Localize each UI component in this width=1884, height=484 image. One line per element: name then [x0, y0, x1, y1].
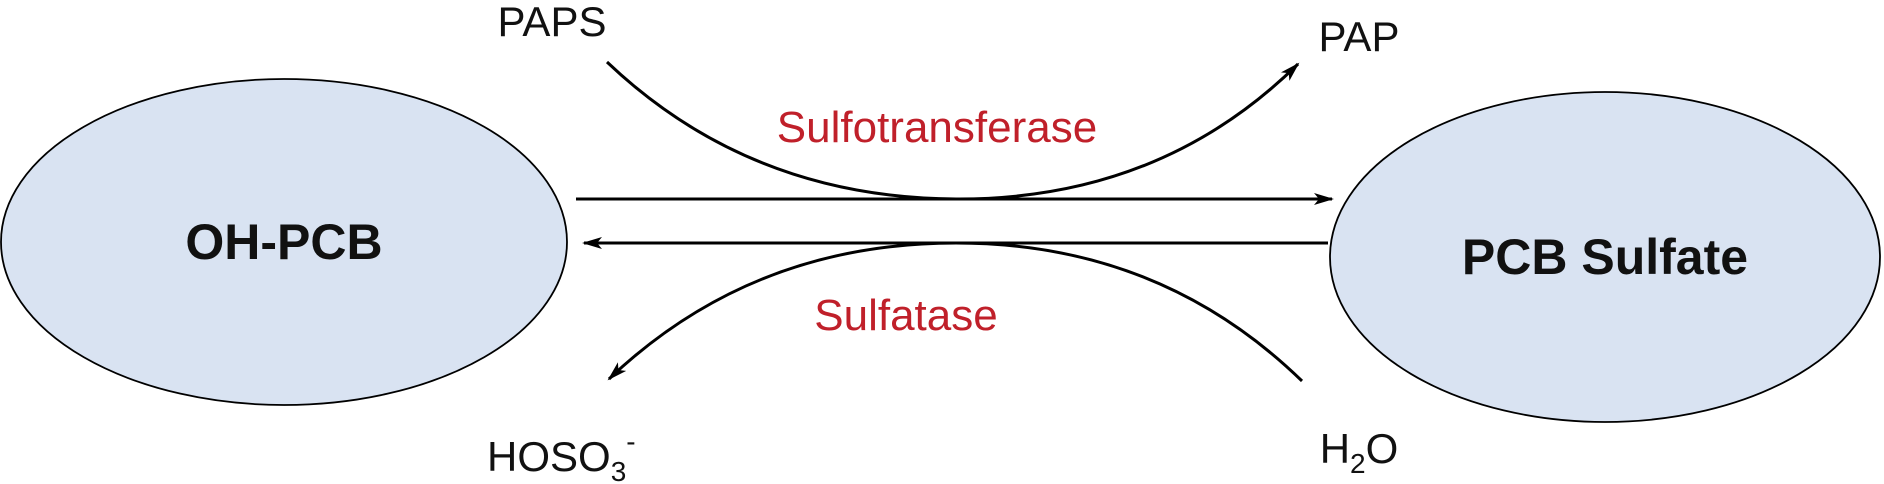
- water-label: H2O: [1320, 425, 1399, 479]
- pcb-sulfate-node: PCB Sulfate: [1329, 91, 1881, 423]
- water-base: H: [1320, 425, 1350, 472]
- sulfatase-label: Sulfatase: [814, 291, 997, 340]
- pcb-sulfate-label: PCB Sulfate: [1462, 229, 1748, 285]
- pap-label: PAP: [1319, 13, 1400, 60]
- paps-label: PAPS: [498, 0, 607, 45]
- hoso3-base: HOSO: [487, 433, 611, 480]
- hoso3-label: HOSO3-: [487, 426, 636, 484]
- oh-pcb-label: OH-PCB: [185, 214, 382, 270]
- water-tail: O: [1366, 425, 1399, 472]
- water-to-hoso3-curve: [607, 241, 1304, 383]
- water-subscript: 2: [1350, 448, 1366, 479]
- hoso3-subscript: 3: [611, 456, 627, 484]
- pcb-sulfate-ellipse: [1329, 91, 1881, 423]
- oh-pcb-ellipse: [0, 78, 568, 406]
- hoso3-superscript: -: [626, 426, 635, 457]
- sulfotransferase-label: Sulfotransferase: [777, 103, 1097, 152]
- oh-pcb-node: OH-PCB: [0, 78, 568, 406]
- paps-to-pap-curve: [605, 60, 1300, 201]
